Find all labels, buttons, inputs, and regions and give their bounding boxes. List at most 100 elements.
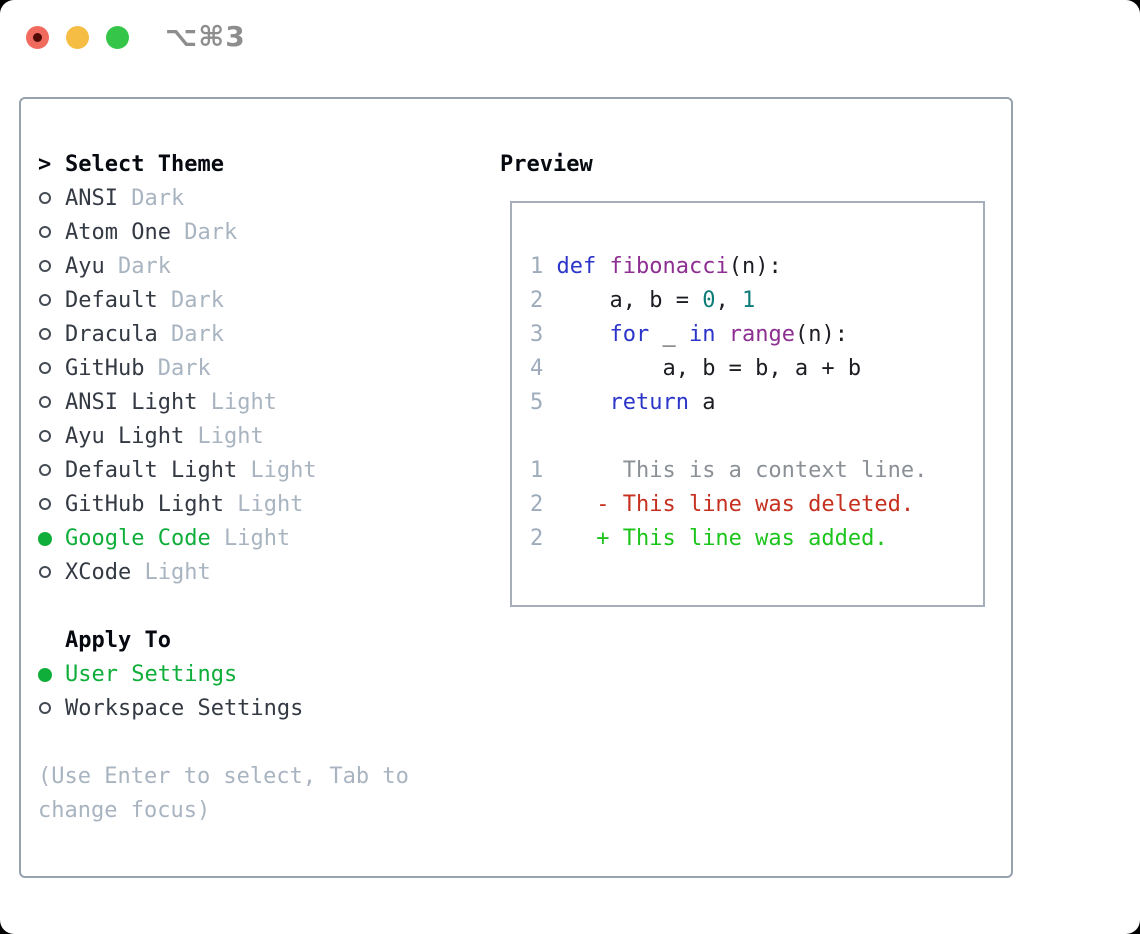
preview-line-context: 1 This is a context line. [530, 454, 983, 488]
theme-variant: Light [237, 454, 316, 488]
code-token [543, 254, 556, 279]
theme-variant-label: Dark [170, 322, 224, 347]
preview-line-blank [530, 420, 983, 454]
select-theme-header: > Select Theme [38, 148, 440, 182]
code-token: fibonacci [609, 254, 729, 279]
preview-line-deleted: 2 - This line was deleted. [530, 488, 983, 522]
preview-line-added: 2 + This line was added. [530, 522, 983, 556]
radio-icon [38, 318, 65, 352]
radio-icon [38, 420, 65, 454]
theme-variant-label: Dark [131, 186, 185, 211]
theme-name: GitHub [65, 356, 145, 381]
theme-option-github[interactable]: GitHub Dark [38, 352, 440, 386]
theme-option-ansi[interactable]: ANSI Dark [38, 182, 440, 216]
code-token: return [609, 390, 689, 415]
close-button[interactable] [26, 26, 49, 49]
theme-name: XCode [65, 560, 132, 585]
theme-option-ayu[interactable]: Ayu Dark [38, 250, 440, 284]
theme-option-dracula[interactable]: Dracula Dark [38, 318, 440, 352]
theme-variant: Dark [105, 250, 171, 284]
theme-option-github-light[interactable]: GitHub Light Light [38, 488, 440, 522]
code-token: This is a context line. [543, 458, 928, 483]
theme-name: Google Code [65, 526, 211, 551]
apply-to-title: Apply To [65, 628, 171, 653]
apply-option-user-settings[interactable]: User Settings [38, 658, 440, 692]
code-token: , [715, 288, 742, 313]
zoom-button[interactable] [106, 26, 129, 49]
theme-variant-label: Dark [157, 356, 211, 381]
theme-name: GitHub Light [65, 492, 224, 517]
preview-title: Preview [500, 152, 593, 177]
line-number: 2 [530, 288, 544, 313]
theme-variant-label: Light [210, 390, 277, 415]
line-number: 5 [530, 390, 544, 415]
code-token: range [728, 322, 795, 347]
code-token [543, 322, 609, 347]
radio-icon [38, 386, 65, 420]
apply-option-workspace-settings[interactable]: Workspace Settings [38, 692, 440, 726]
minimize-button[interactable] [66, 26, 89, 49]
line-number: 1 [530, 254, 544, 279]
theme-name: Ayu [65, 254, 105, 279]
apply-to-header: Apply To [38, 624, 440, 658]
theme-variant-label: Light [144, 560, 211, 585]
radio-selected-icon [38, 522, 65, 556]
line-number: 1 [530, 458, 544, 483]
preview-line-code: 4 a, b = b, a + b [530, 352, 983, 386]
code-token: 1 [741, 288, 756, 313]
theme-variant: Light [224, 488, 303, 522]
preview-line-code: 2 a, b = 0, 1 [530, 284, 983, 318]
code-token: a, b = b, a + b [543, 356, 862, 381]
code-token: a [688, 390, 716, 415]
code-token: for [609, 322, 650, 347]
spacer [38, 726, 440, 760]
theme-variant-label: Light [250, 458, 317, 483]
theme-variant: Dark [144, 352, 211, 386]
theme-name: Dracula [65, 322, 158, 347]
code-token: (n): [728, 254, 782, 279]
radio-icon [38, 284, 65, 318]
code-token: _ [649, 322, 689, 347]
apply-option-label: User Settings [65, 662, 238, 687]
theme-variant: Dark [158, 318, 224, 352]
theme-name: Ayu Light [65, 424, 185, 449]
theme-option-xcode[interactable]: XCode Light [38, 556, 440, 590]
theme-variant-label: Dark [184, 220, 238, 245]
theme-variant: Light [184, 420, 263, 454]
line-number: 2 [530, 492, 544, 517]
code-token: (n): [794, 322, 848, 347]
theme-variant-label: Dark [118, 254, 171, 279]
theme-option-ayu-light[interactable]: Ayu Light Light [38, 420, 440, 454]
code-token [596, 254, 609, 279]
radio-icon [38, 488, 65, 522]
focus-chevron-icon: > [38, 152, 52, 177]
code-token: def [556, 254, 597, 279]
theme-name: Default Light [65, 458, 238, 483]
radio-icon [38, 454, 65, 488]
theme-option-google-code[interactable]: Google Code Light [38, 522, 440, 556]
code-token [543, 390, 609, 415]
theme-variant: Light [211, 522, 290, 556]
select-theme-title: Select Theme [65, 152, 224, 177]
code-token [715, 322, 728, 347]
line-number: 2 [530, 526, 544, 551]
theme-option-default-light[interactable]: Default Light Light [38, 454, 440, 488]
theme-option-default[interactable]: Default Dark [38, 284, 440, 318]
theme-variant-label: Light [237, 492, 304, 517]
theme-option-ansi-light[interactable]: ANSI Light Light [38, 386, 440, 420]
radio-icon [38, 556, 65, 590]
radio-icon [38, 216, 65, 250]
theme-variant: Dark [171, 216, 237, 250]
radio-icon [38, 250, 65, 284]
theme-option-atom-one[interactable]: Atom One Dark [38, 216, 440, 250]
radio-icon [38, 692, 65, 726]
theme-name: ANSI [65, 186, 118, 211]
theme-variant: Light [131, 556, 210, 590]
radio-icon [38, 352, 65, 386]
code-token: a, b = [543, 288, 703, 313]
